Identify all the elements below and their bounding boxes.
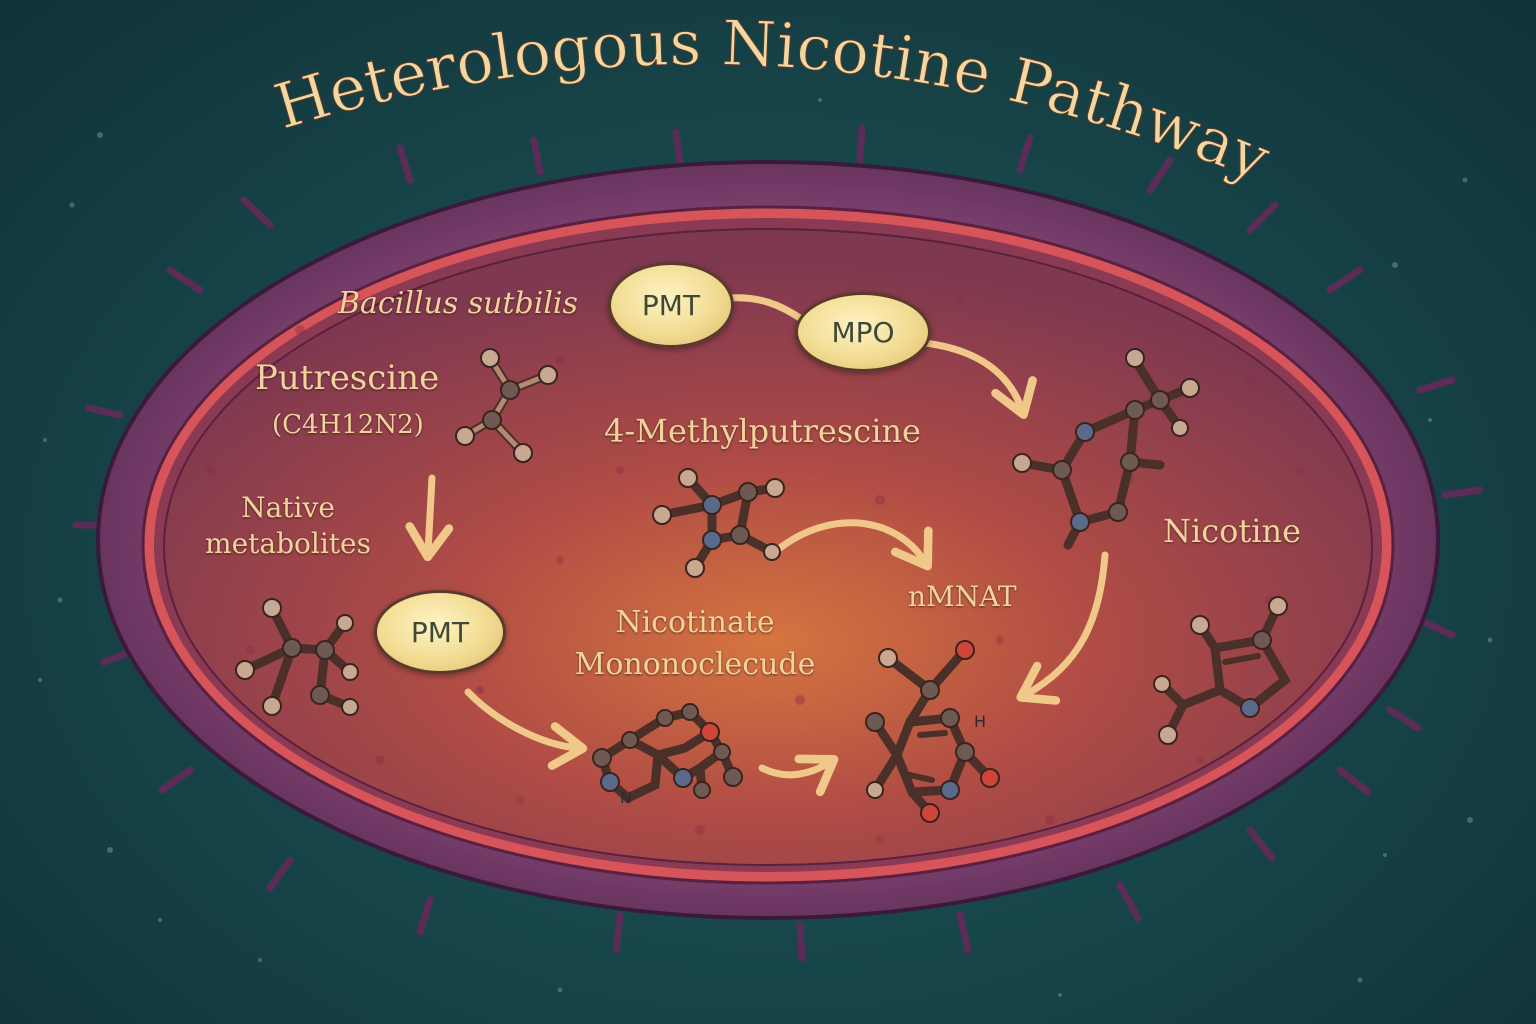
organism-label: Bacillus sutbilis xyxy=(338,286,578,321)
atoms-pyrimidine xyxy=(1012,348,1200,532)
enzyme-pmt-top: PMT xyxy=(608,262,734,348)
arrow-pmt-to-ring xyxy=(464,688,588,770)
pathway-arrows xyxy=(405,339,1109,797)
nicotinate-label-line2: Mononoclecude xyxy=(574,647,816,682)
putrescine-label: Putrescine xyxy=(255,358,440,398)
nmnat-label: nMNAT xyxy=(908,580,1017,613)
arrow-putrescine-down xyxy=(405,474,454,562)
arrow-mpo-to-nicotine xyxy=(921,339,1037,419)
background-speckles xyxy=(38,98,1493,997)
atoms-nmn xyxy=(865,640,1000,823)
putrescine-formula: (C4H12N2) xyxy=(272,410,424,440)
nicotinate-label: Nicotinate Mononoclecude xyxy=(535,602,855,686)
ring-hydrogen-label: H xyxy=(974,712,987,731)
atoms-nicotinate xyxy=(592,703,743,799)
enzyme-mpo: MPO xyxy=(795,292,931,372)
atoms-native-metabolite xyxy=(235,598,359,716)
cytoplasm-speckles xyxy=(205,286,1304,844)
enzyme-pmt-bottom: PMT xyxy=(374,590,506,674)
atoms-putrescine xyxy=(455,348,558,463)
native-metabolites-label: Native metabolites xyxy=(188,490,388,562)
arrow-nicotine-down xyxy=(1016,551,1109,705)
cell-pili xyxy=(72,124,1484,962)
arrow-ring-to-ring xyxy=(758,754,839,797)
native-label-line1: Native xyxy=(241,491,335,524)
nicotinate-label-line1: Nicotinate xyxy=(615,605,775,640)
atoms-nicotine xyxy=(1153,596,1288,745)
methylputrescine-label: 4-Methylputrescine xyxy=(604,412,921,450)
ring-nitrogen-label: N xyxy=(620,788,632,807)
nicotine-label: Nicotine xyxy=(1163,512,1302,550)
atoms-methylputrescine xyxy=(652,468,785,578)
arrow-methylputrescine-right xyxy=(776,519,933,571)
native-label-line2: metabolites xyxy=(205,527,371,560)
enzyme-connector xyxy=(724,294,804,322)
